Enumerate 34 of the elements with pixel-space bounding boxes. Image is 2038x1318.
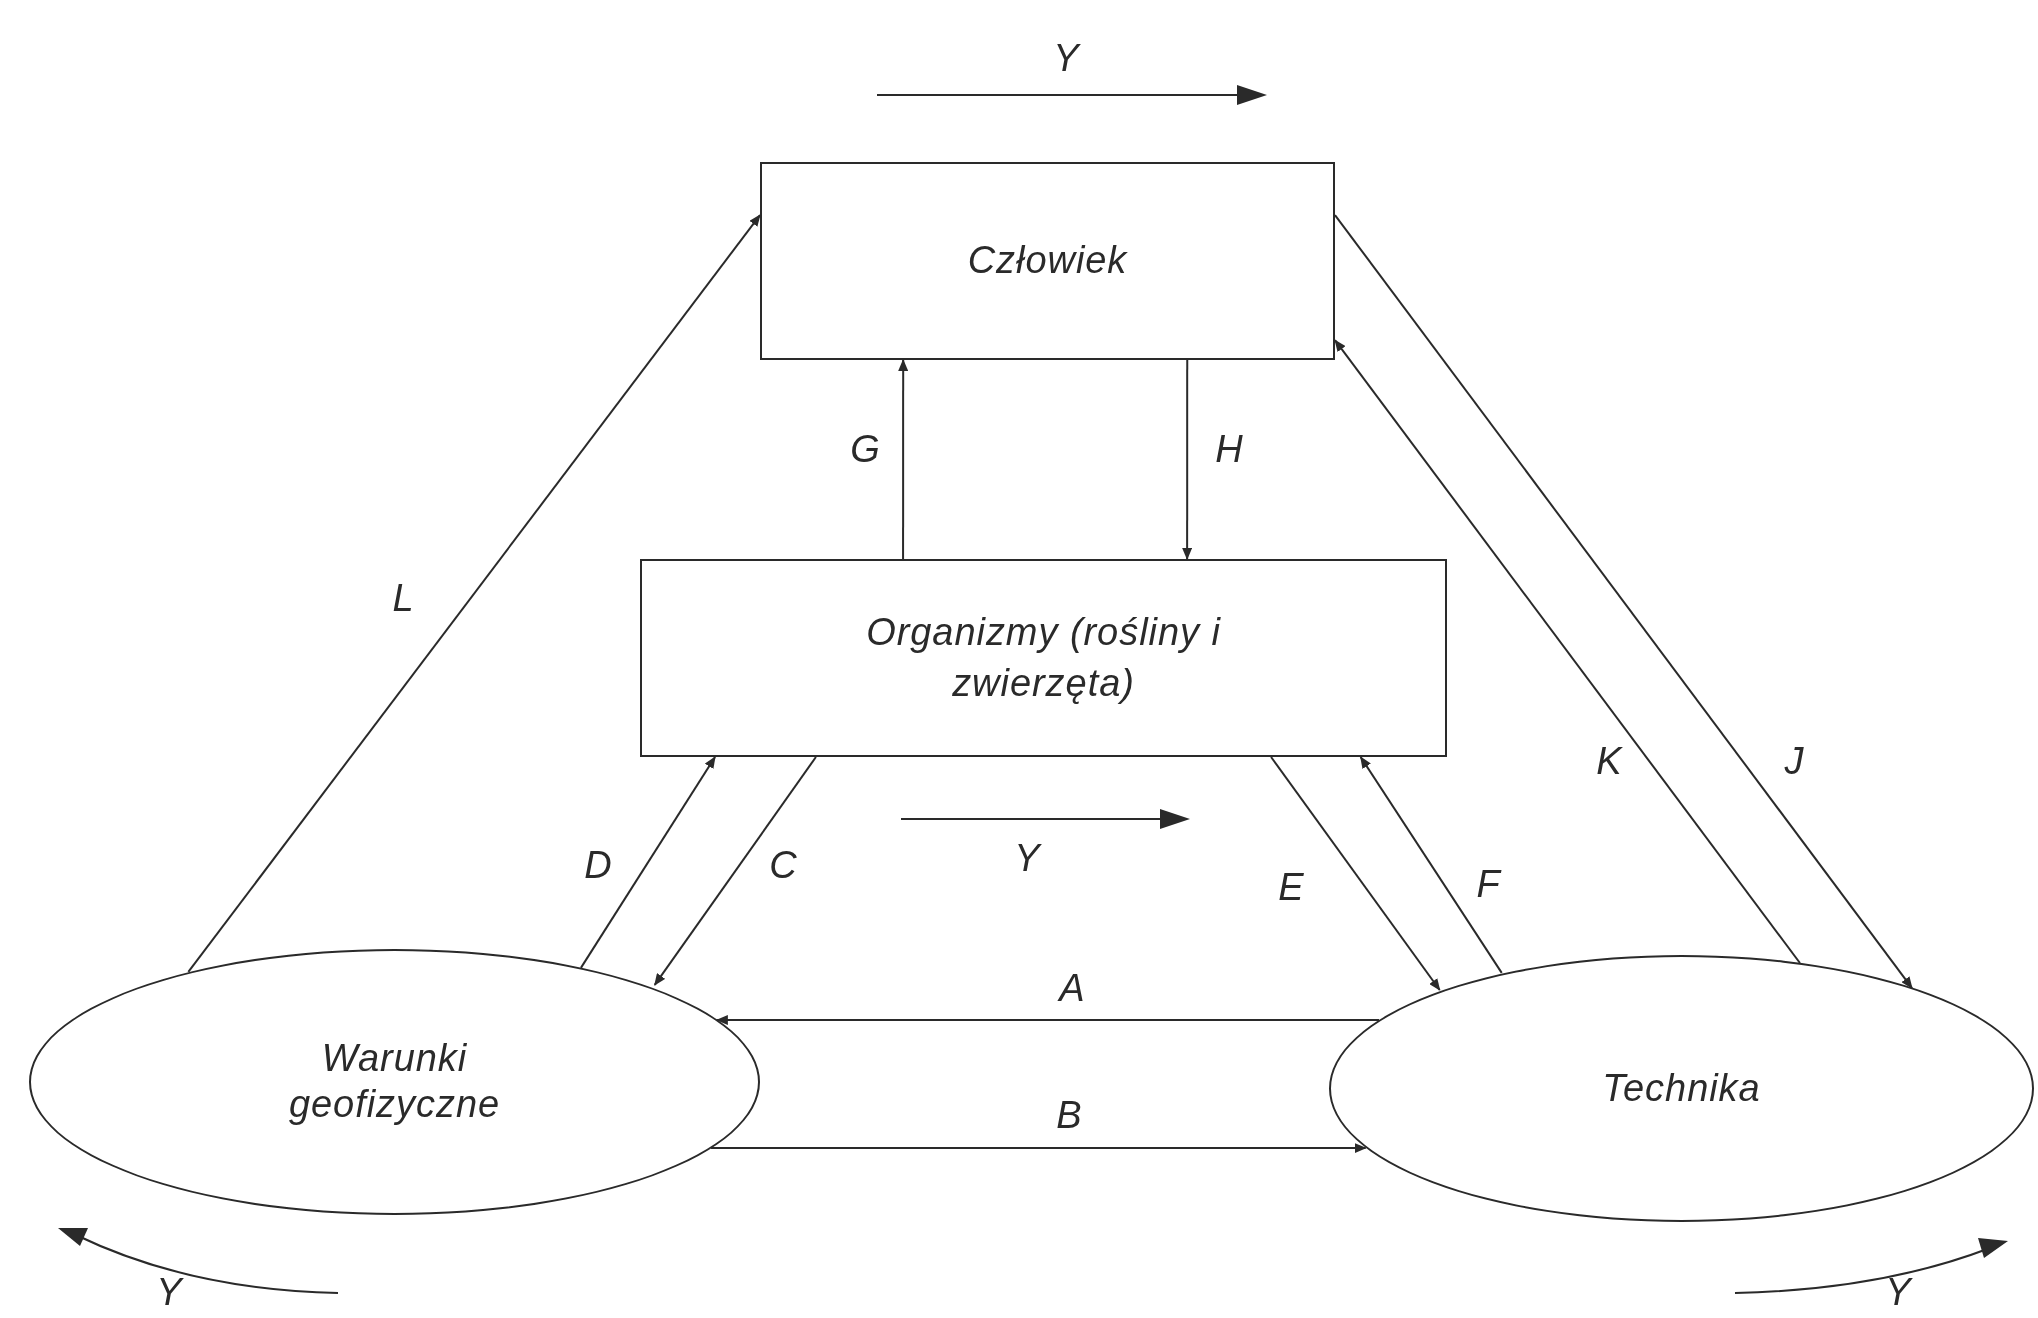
direction-label: Y	[1014, 839, 1040, 877]
edge-label: L	[392, 579, 414, 617]
direction-label: Y	[1885, 1273, 1911, 1311]
edge-label: G	[850, 430, 880, 468]
node-label: Organizmy (rośliny i zwierzęta)	[865, 609, 1222, 706]
arrow	[579, 756, 717, 969]
arrow	[187, 214, 761, 973]
process-box	[760, 162, 1335, 360]
edge-label: A	[1059, 969, 1085, 1007]
edge-label: K	[1596, 742, 1622, 780]
arrow	[1334, 214, 1914, 990]
direction-label: Y	[1053, 39, 1079, 77]
arrow	[1270, 756, 1441, 991]
ellipse-node	[29, 949, 760, 1215]
edge-label: J	[1784, 742, 1804, 780]
node-label: Człowiek	[967, 238, 1128, 284]
arrow	[710, 1143, 1367, 1154]
arrow	[1334, 339, 1801, 964]
direction-label: Y	[156, 1273, 182, 1311]
node-label: Technika	[1602, 1065, 1761, 1111]
arrow	[1359, 756, 1503, 974]
arrow	[1182, 359, 1193, 560]
node-label: Warunki geofizyczne	[287, 1036, 502, 1127]
arrow	[898, 359, 909, 560]
arrow	[715, 1015, 1381, 1025]
edge-label: E	[1278, 868, 1304, 906]
arrow	[653, 756, 817, 986]
edge-label: B	[1056, 1096, 1082, 1134]
process-box	[640, 559, 1447, 757]
edge-label: F	[1476, 865, 1500, 903]
edge-label: C	[769, 846, 797, 884]
edge-label: H	[1215, 430, 1243, 468]
edge-label: D	[584, 846, 612, 884]
ellipse-node	[1329, 955, 2034, 1222]
